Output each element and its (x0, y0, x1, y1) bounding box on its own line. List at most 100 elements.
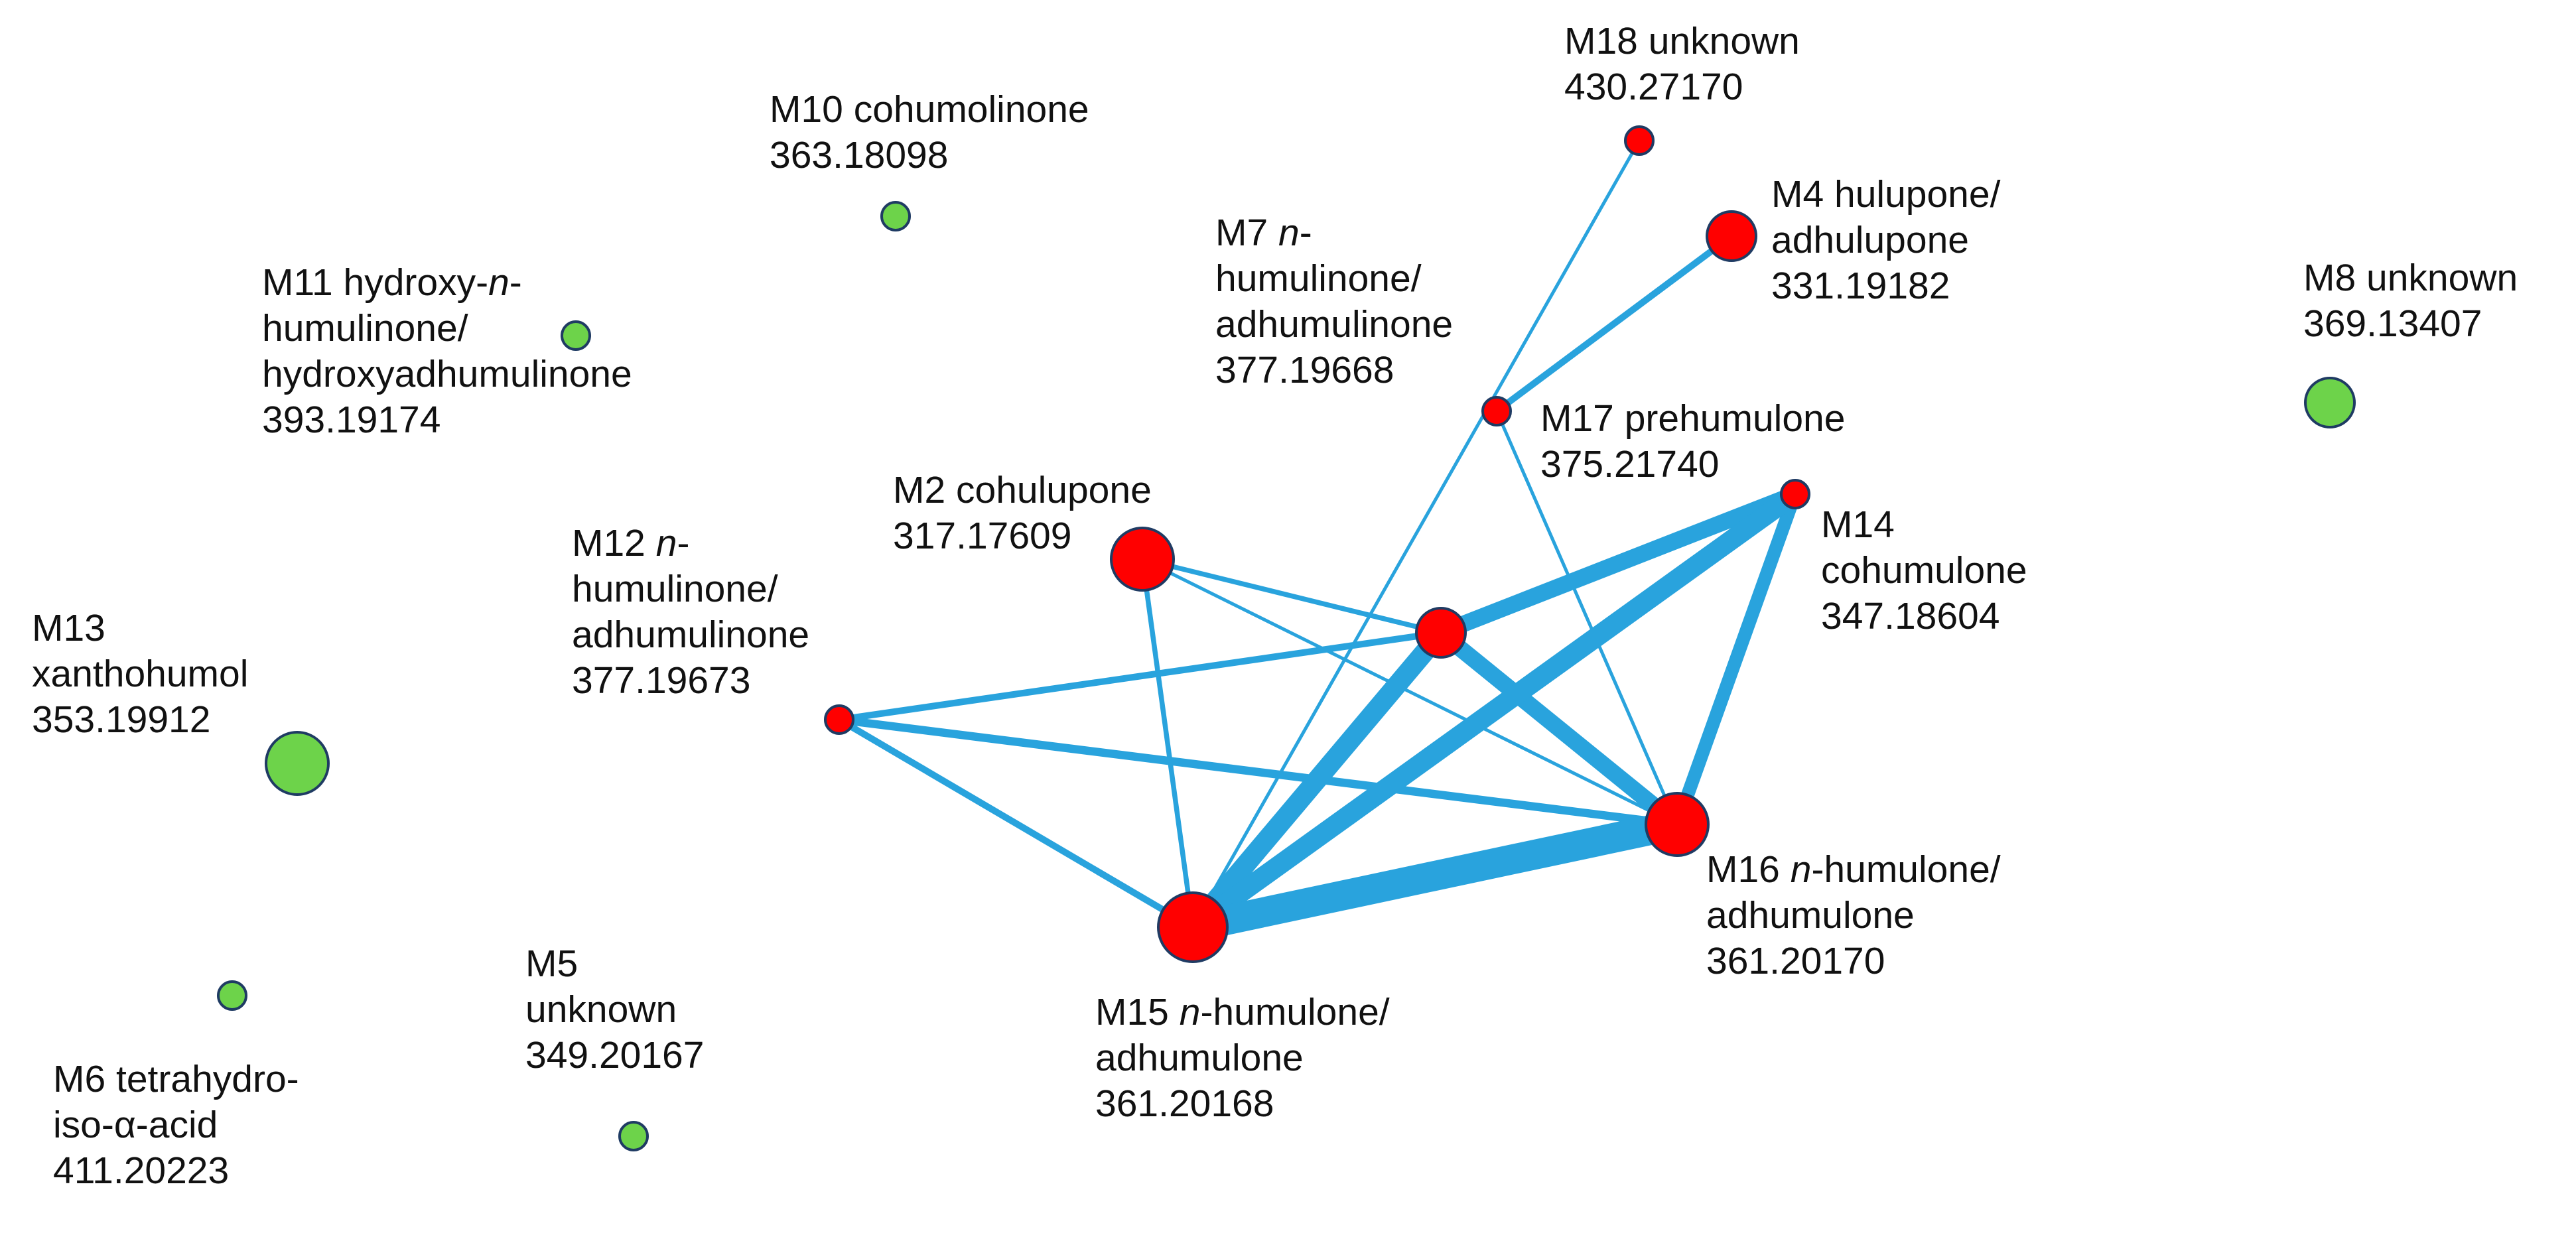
label-italic-segment: n (1180, 991, 1201, 1033)
label-line: M14 (1821, 503, 1895, 546)
node-m6[interactable] (217, 980, 247, 1011)
label-line: adhumulinone (1215, 303, 1453, 346)
label-line: 349.20167 (525, 1034, 704, 1076)
label-segment: M17 prehumulone (1540, 397, 1845, 440)
label-segment: adhumulone (1706, 894, 1915, 937)
label-segment: adhumulone (1095, 1037, 1304, 1079)
network-nodes (217, 125, 2356, 1151)
edge-m12-m16 (835, 715, 1682, 829)
label-line: 377.19668 (1215, 349, 1394, 391)
label-line: iso-α-acid (53, 1104, 218, 1146)
label-segment: M4 hulupone/ (1771, 173, 2001, 216)
label-segment: M10 cohumolinone (770, 88, 1089, 131)
label-segment: iso-α-acid (53, 1104, 218, 1146)
label-segment: -humulone/ (1811, 848, 2000, 891)
node-m15[interactable] (1157, 891, 1229, 963)
edge-m18-m15 (1191, 139, 1641, 929)
label-italic-segment: n (1791, 848, 1812, 891)
node-unl[interactable] (1415, 607, 1467, 659)
label-line: cohumulone (1821, 549, 2027, 592)
label-line: M18 unknown (1564, 20, 1800, 62)
node-m12[interactable] (824, 704, 854, 735)
label-segment: M12 (572, 522, 656, 564)
node-m4[interactable] (1706, 210, 1757, 262)
label-segment: 347.18604 (1821, 595, 2000, 637)
label-line: 375.21740 (1540, 443, 1719, 486)
edge-m17-m15 (1183, 484, 1805, 937)
node-m7[interactable] (1481, 396, 1512, 426)
label-segment: adhumulinone (1215, 303, 1453, 346)
node-m10[interactable] (880, 201, 911, 231)
label-line: M13 (32, 607, 105, 649)
label-line: 363.18098 (770, 134, 948, 176)
label-line: 347.18604 (1821, 595, 2000, 637)
node-m13[interactable] (265, 731, 330, 796)
label-segment: cohumulone (1821, 549, 2027, 592)
edge-unl-m15 (1183, 623, 1451, 937)
edge-m17-m16 (1670, 487, 1802, 831)
label-segment: M13 (32, 607, 105, 649)
label-segment: 349.20167 (525, 1034, 704, 1076)
edge-unl-m16 (1432, 624, 1686, 833)
label-segment: 393.19174 (262, 399, 441, 441)
label-line: 393.19174 (262, 399, 441, 441)
node-m16[interactable] (1645, 792, 1710, 857)
label-segment: -humulone/ (1200, 991, 1389, 1033)
label-segment: 363.18098 (770, 134, 948, 176)
node-m5[interactable] (618, 1121, 649, 1151)
label-line: adhulupone (1771, 219, 1969, 261)
label-segment: hydroxyadhumulinone (262, 353, 632, 395)
label-line: M17 prehumulone (1540, 397, 1845, 440)
node-m18[interactable] (1624, 125, 1655, 156)
label-segment: M15 (1095, 991, 1180, 1033)
label-line: M15 n-humulone/ (1095, 991, 1390, 1033)
label-segment: 361.20168 (1095, 1082, 1274, 1125)
label-segment: M14 (1821, 503, 1895, 546)
node-m17[interactable] (1780, 479, 1810, 509)
label-line: humulinone/ (262, 307, 468, 350)
label-segment: 375.21740 (1540, 443, 1719, 486)
label-segment: M8 unknown (2303, 257, 2518, 299)
label-segment: unknown (525, 988, 677, 1031)
label-segment: humulinone/ (1215, 257, 1422, 300)
label-segment: 353.19912 (32, 698, 210, 741)
label-segment: 361.20170 (1706, 940, 1885, 982)
label-segment: M11 hydroxy- (262, 261, 488, 304)
label-line: 331.19182 (1771, 265, 1950, 307)
label-line: M8 unknown (2303, 257, 2518, 299)
label-line: 353.19912 (32, 698, 210, 741)
node-m8[interactable] (2304, 377, 2356, 428)
node-m2[interactable] (1110, 527, 1175, 592)
edge-m4-m7 (1493, 233, 1735, 415)
label-segment: adhumulinone (572, 614, 809, 656)
label-line: 361.20170 (1706, 940, 1885, 982)
label-line: 369.13407 (2303, 302, 2482, 345)
label-line: humulinone/ (1215, 257, 1422, 300)
label-line: M12 n- (572, 522, 689, 564)
label-italic-segment: n (488, 261, 509, 304)
label-m11: M11 hydroxy-n-humulinone/hydroxyadhumuli… (262, 261, 632, 441)
label-segment: M5 (525, 942, 578, 985)
label-segment: 411.20223 (53, 1149, 229, 1192)
label-line: humulinone/ (572, 568, 778, 610)
edge-m7-m16 (1495, 409, 1679, 826)
label-line: 361.20168 (1095, 1082, 1274, 1125)
label-segment: M18 unknown (1564, 20, 1800, 62)
label-line: unknown (525, 988, 677, 1031)
node-m11[interactable] (561, 320, 591, 351)
label-segment: xanthohumol (32, 653, 248, 695)
